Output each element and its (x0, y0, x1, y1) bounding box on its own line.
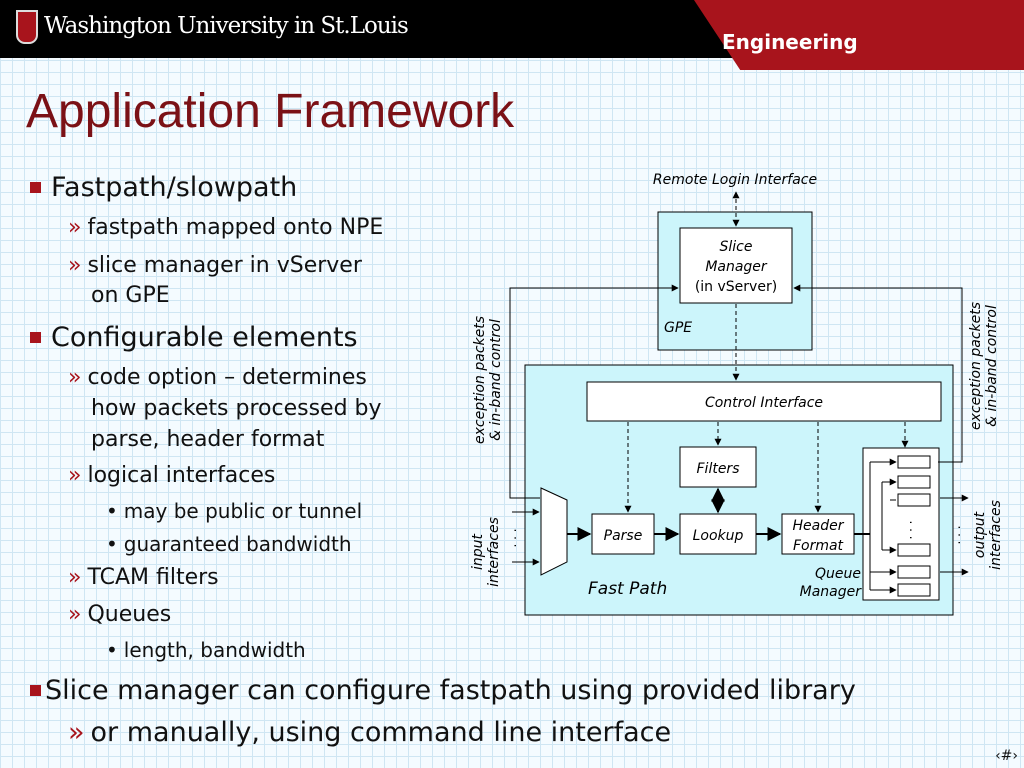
dot-bullet-icon: • (106, 638, 118, 662)
sub-sub-bullet: •may be public or tunnel (106, 499, 363, 523)
exception-right-label: exception packets (968, 302, 984, 430)
dot-bullet-icon: • (106, 532, 118, 556)
university-logo-text: Washington University in St.Louis (44, 13, 409, 39)
sub-sub-bullet: •length, bandwidth (106, 638, 306, 662)
sub-bullet: »fastpath mapped onto NPE (68, 215, 384, 240)
slice-manager-box (679, 227, 793, 304)
filters-box (679, 446, 757, 488)
bullet-fastpath: Fastpath/slowpath (30, 172, 297, 203)
exception-left-label: exception packets (472, 316, 488, 444)
queue-manager-label: Manager (800, 584, 863, 600)
fast-path-label: Fast Path (588, 579, 667, 599)
exception-left-path (509, 284, 679, 499)
parse-label: Parse (604, 528, 643, 544)
remote-login-label: Remote Login Interface (653, 172, 817, 188)
queue-dots: . . . (907, 520, 921, 539)
slide-title: Application Framework (26, 85, 515, 138)
square-bullet-icon (30, 182, 41, 193)
sub-bullet-cont: parse, header format (91, 427, 325, 452)
sub-bullet: »Queues (68, 602, 172, 627)
input-label: interfaces (486, 517, 502, 587)
slice-manager-label: Manager (705, 259, 768, 275)
output-label: interfaces (988, 500, 1004, 570)
gpe-label: GPE (664, 320, 692, 336)
raquo-bullet-icon: » (68, 365, 82, 390)
engineering-banner (694, 0, 1024, 70)
exception-left-label: & in-band control (488, 319, 504, 441)
sub-sub-bullet: •guaranteed bandwidth (106, 532, 352, 556)
header-format-label: Header (793, 518, 845, 534)
input-mux (540, 487, 568, 576)
lookup-label: Lookup (693, 528, 744, 544)
department-label: Engineering (722, 30, 858, 54)
square-bullet-icon (30, 332, 41, 343)
raquo-bullet-icon: » (68, 565, 82, 590)
sub-bullet: »or manually, using command line interfa… (68, 717, 672, 748)
control-interface-label: Control Interface (705, 395, 823, 411)
filters-label: Filters (697, 461, 740, 477)
page-number: ‹#› (995, 748, 1018, 764)
raquo-bullet-icon: » (68, 602, 82, 627)
exception-right-label: & in-band control (984, 305, 1000, 427)
slice-manager-label: Slice (720, 239, 753, 255)
lookup-box (679, 513, 757, 555)
university-shield-icon (16, 10, 38, 44)
exception-right-path (793, 284, 963, 463)
input-label: input (470, 533, 486, 570)
queue-manager-label: Queue (815, 566, 861, 582)
queue-icons (869, 455, 931, 597)
bullet-configurable: Configurable elements (30, 322, 358, 353)
raquo-bullet-icon: » (68, 215, 82, 240)
sub-bullet: »TCAM filters (68, 565, 219, 590)
raquo-bullet-icon: » (68, 253, 82, 278)
control-interface-box (586, 381, 942, 422)
sub-bullet-cont: how packets processed by (91, 396, 382, 421)
header-format-label: Format (793, 538, 844, 554)
output-dots: . . . (949, 525, 963, 544)
sub-bullet: »logical interfaces (68, 463, 276, 488)
slice-manager-label: (in vServer) (695, 279, 777, 295)
bullet-slice-manager: Slice manager can configure fastpath usi… (30, 675, 856, 706)
dot-bullet-icon: • (106, 499, 118, 523)
header-format-box (781, 513, 855, 555)
input-dots: . . . (505, 528, 519, 547)
sub-bullet: »code option – determines (68, 365, 367, 390)
raquo-bullet-icon: » (68, 717, 85, 748)
parse-box (591, 513, 655, 555)
sub-bullet-cont: on GPE (91, 283, 170, 308)
sub-bullet: »slice manager in vServer (68, 253, 362, 278)
architecture-diagram: Slice Manager (in vServer) GPE Remote Lo… (470, 172, 1004, 616)
square-bullet-icon (30, 685, 41, 696)
raquo-bullet-icon: » (68, 463, 82, 488)
output-label: output (972, 511, 988, 558)
